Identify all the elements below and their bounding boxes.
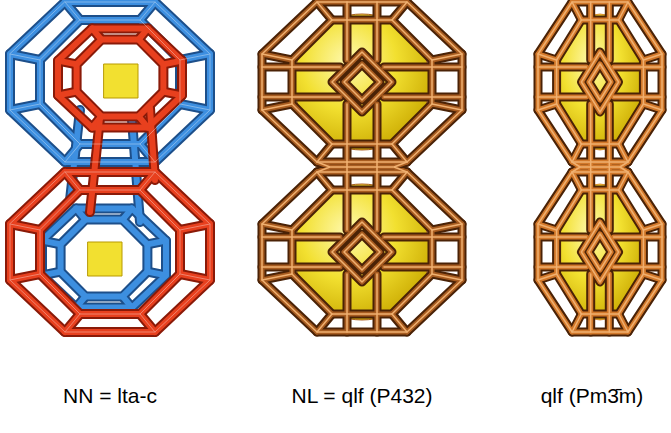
qlf-pm3m-net <box>538 2 662 332</box>
qlf-p432-net <box>262 2 462 332</box>
figure-caption: NL = qlf (P432) <box>291 384 432 408</box>
figure-caption: NN = lta-c <box>63 384 157 408</box>
lta-c-net <box>10 2 210 332</box>
figure-caption: qlf (Pm3̄m) <box>541 384 644 408</box>
